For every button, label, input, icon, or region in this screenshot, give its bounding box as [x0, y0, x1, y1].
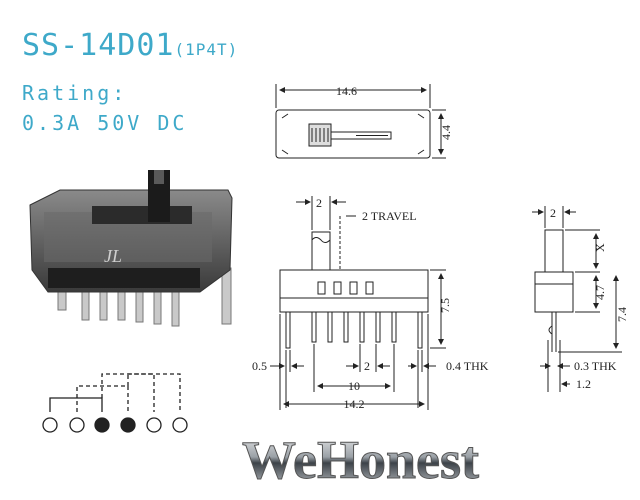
brand-logo: WeHonest	[242, 430, 480, 491]
side-dim-47: 4.7	[593, 285, 607, 300]
front-pin-thk: 0.4 THK	[446, 359, 489, 373]
side-view	[532, 206, 622, 392]
body-width-dim: 14.2	[344, 397, 365, 411]
svg-text:WeHonest: WeHonest	[242, 430, 479, 490]
top-width-dim: 14.6	[336, 84, 357, 98]
top-height-dim: 4.4	[439, 125, 453, 140]
front-actuator-width: 2	[316, 196, 322, 210]
top-view	[275, 84, 446, 159]
front-left-dim: 0.5	[252, 359, 267, 373]
side-x-dim: X	[593, 243, 607, 252]
rating-block: Rating: 0.3A 50V DC	[22, 78, 187, 138]
pin-span-dim: 10	[348, 379, 360, 393]
side-actuator-width: 2	[550, 206, 556, 220]
model-number: SS-14D01	[22, 28, 175, 63]
device-logo: JL	[104, 246, 122, 266]
front-height-dim: 7.5	[438, 298, 452, 313]
travel-label: 2 TRAVEL	[362, 209, 417, 223]
pin-pitch-dim: 2	[364, 359, 370, 373]
side-depth-dim: 1.2	[576, 377, 591, 391]
switch-schematic	[42, 373, 188, 433]
side-pin-thk: 0.3 THK	[574, 359, 617, 373]
rating-value: 0.3A 50V DC	[22, 111, 188, 135]
rating-label: Rating:	[22, 81, 128, 105]
switch-photo: JL	[29, 170, 233, 327]
front-view	[270, 196, 446, 410]
pole-config: (1P4T)	[174, 40, 239, 59]
side-dim-74: 7.4	[615, 307, 629, 322]
part-title: SS-14D01(1P4T)	[22, 28, 238, 63]
